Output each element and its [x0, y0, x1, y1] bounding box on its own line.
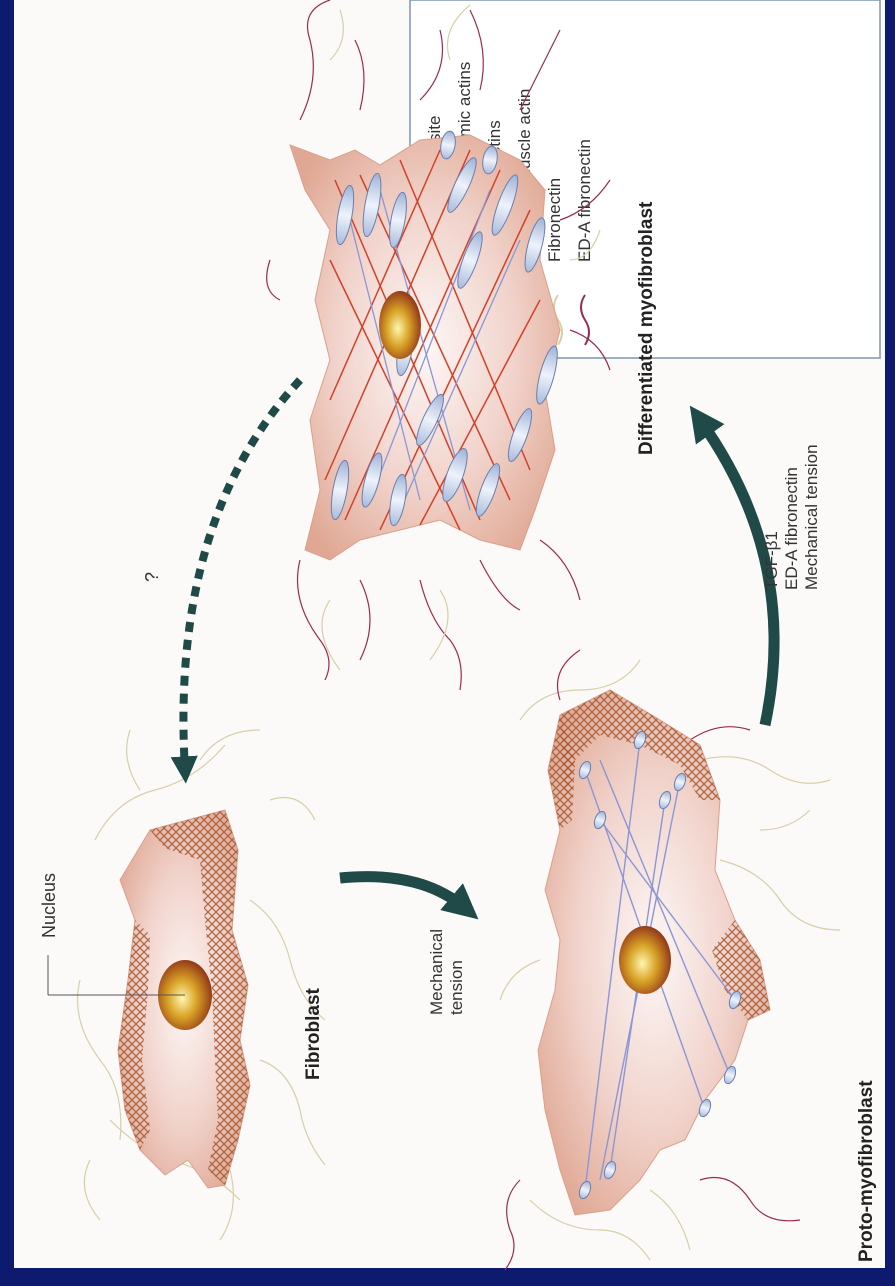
- factor-tgf-label: TGF-β1: [762, 531, 781, 590]
- proto-myofibroblast-label: Proto-myofibroblast: [856, 1080, 877, 1262]
- fibroblast-label: Fibroblast: [303, 987, 324, 1080]
- diff-body: [290, 135, 560, 560]
- mechanical-tension-label-line2: tension: [447, 960, 466, 1015]
- legend-label-ed-a-fibronectin: ED-A fibronectin: [575, 139, 594, 262]
- diff-nucleus: [379, 291, 421, 359]
- differentiated-myofibroblast-label: Differentiated myofibroblast: [636, 201, 657, 455]
- factor-eda-label: ED-A fibronectin: [782, 467, 801, 590]
- proto-nucleus: [619, 926, 671, 994]
- mechanical-tension-label-line1: Mechanical: [427, 929, 446, 1015]
- reversal-question-label: ?: [142, 572, 162, 582]
- factor-tension-label: Mechanical tension: [802, 444, 821, 590]
- nucleus-label: Nucleus: [39, 873, 59, 938]
